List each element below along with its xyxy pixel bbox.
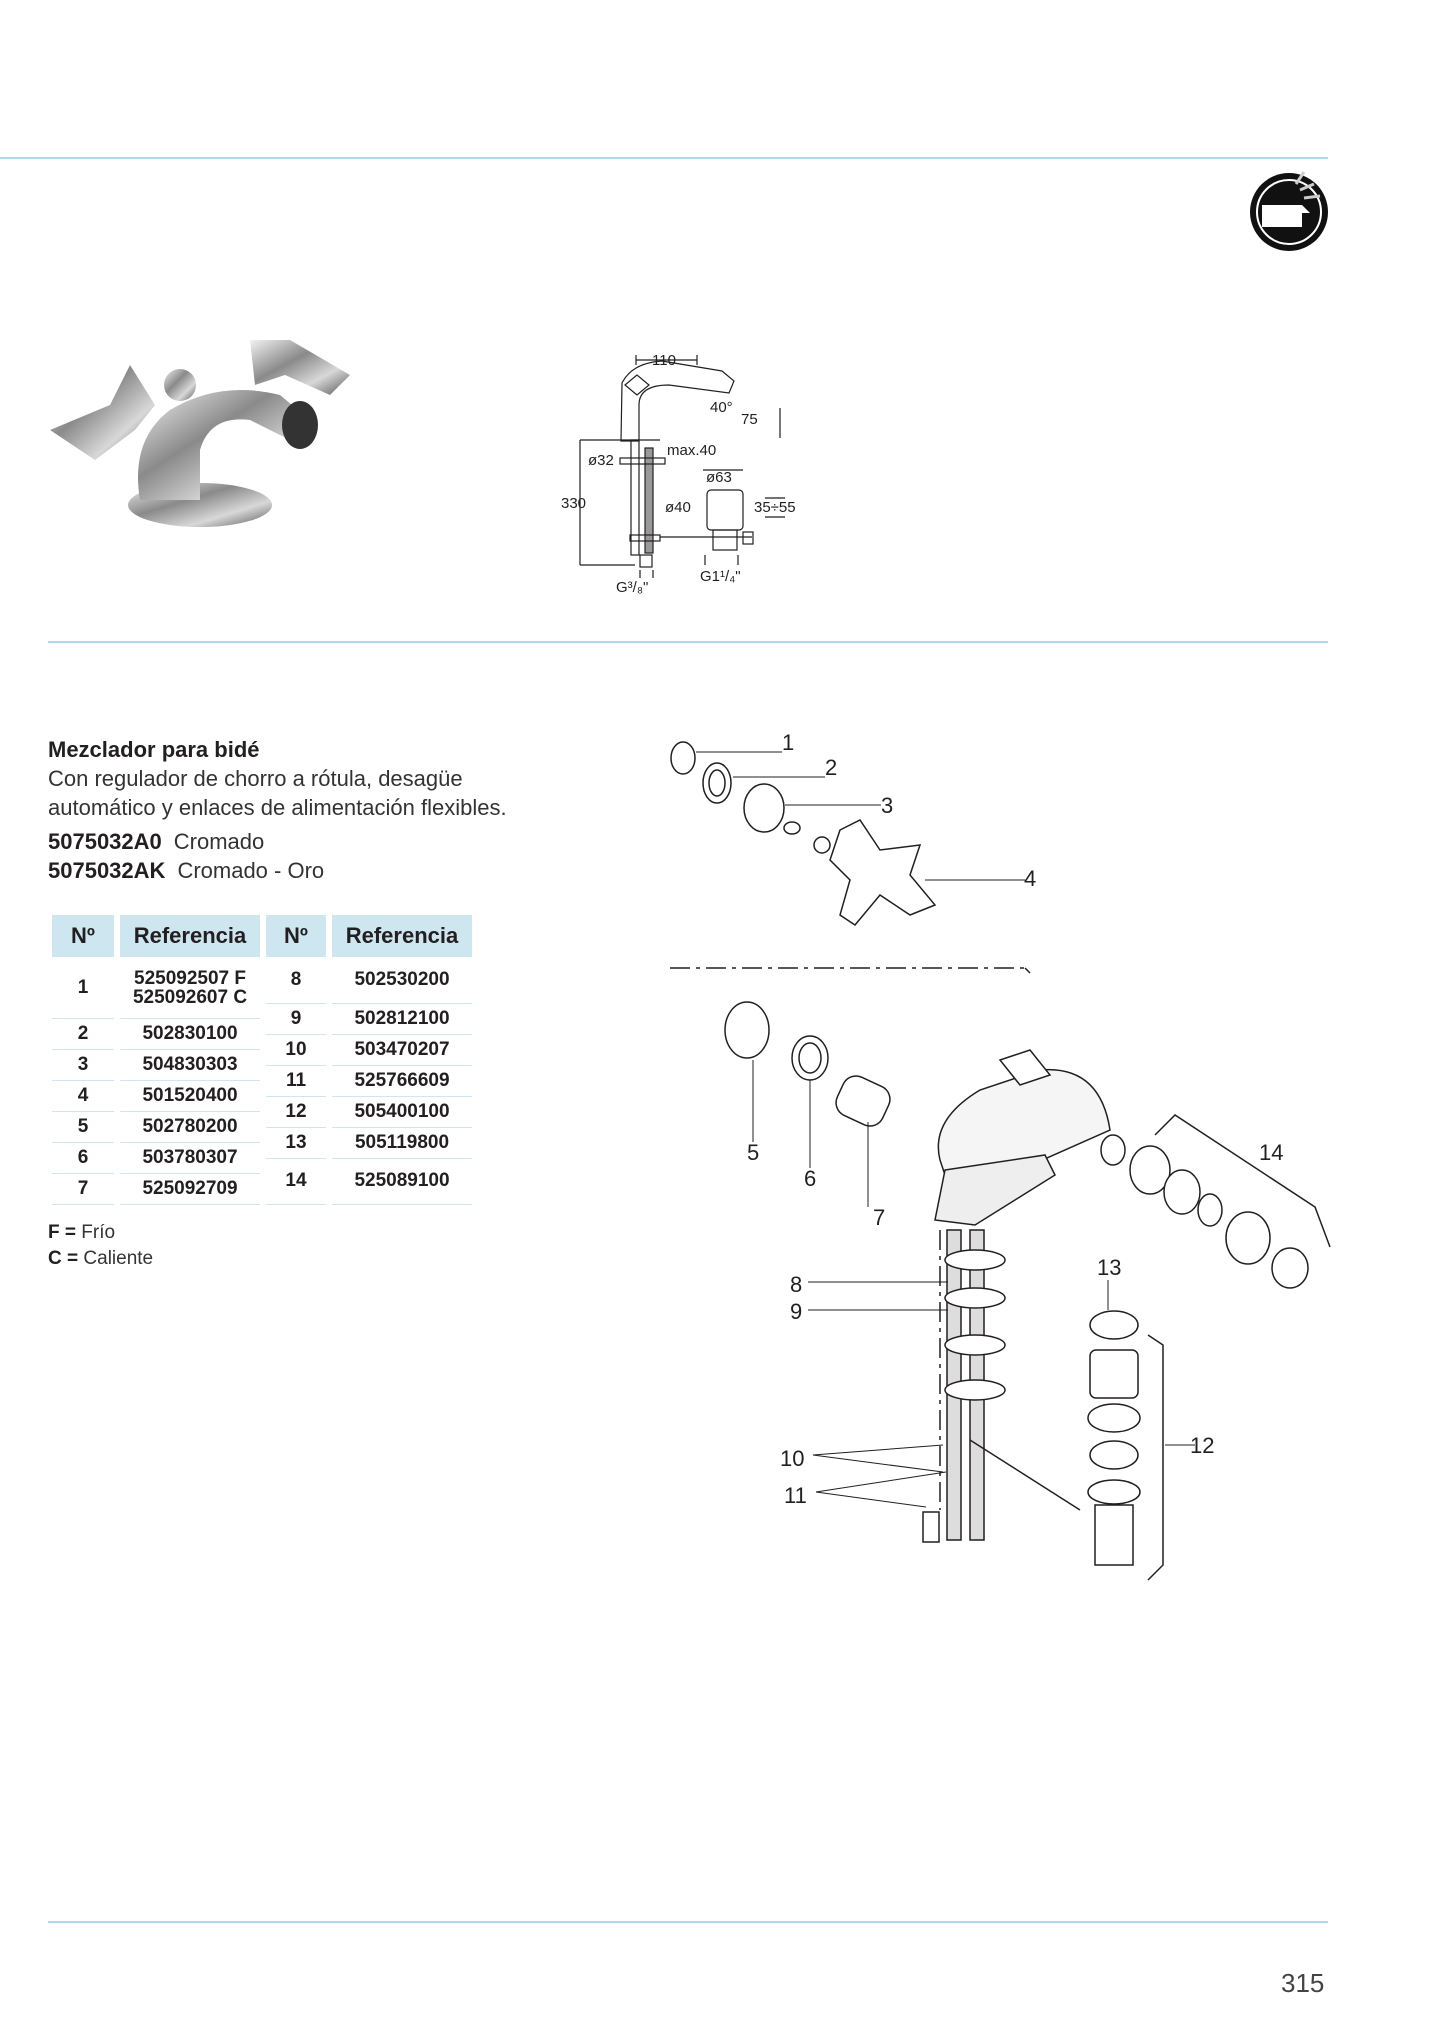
dimension-drawing [579, 355, 785, 578]
part-label-9: 9 [790, 1299, 802, 1324]
legend-item: F = Frío [48, 1222, 116, 1243]
part-reference: 502812100 [332, 1004, 472, 1035]
part-number: 9 [266, 1004, 326, 1035]
part-number: 1 [52, 957, 114, 1019]
col-header-ref: Referencia [120, 915, 260, 957]
reference-line: 525092607 C [132, 986, 248, 1008]
part-number: 5 [52, 1112, 114, 1143]
part-label-13: 13 [1097, 1255, 1121, 1280]
col-header-no: Nº [266, 915, 326, 957]
part-reference: 502530200 [332, 957, 472, 1004]
dim-angle: 40° [710, 399, 733, 416]
dim-drain-thread: G1¹/₄" [700, 568, 741, 585]
part-label-10: 10 [780, 1446, 804, 1471]
part-label-3: 3 [881, 793, 893, 818]
part-number: 10 [266, 1035, 326, 1066]
model-row: 5075032AK Cromado - Oro [48, 858, 324, 884]
model-code: 5075032A0 [48, 829, 162, 854]
part-number: 3 [52, 1050, 114, 1081]
part-reference: 504830303 [120, 1050, 260, 1081]
part-number: 11 [266, 1066, 326, 1097]
dim-max-deck: max.40 [667, 442, 716, 459]
model-code: 5075032AK [48, 858, 166, 883]
part-number: 8 [266, 957, 326, 1004]
part-label-7: 7 [873, 1205, 885, 1230]
bottom-divider [48, 1921, 1328, 1923]
part-label-11: 11 [784, 1483, 807, 1508]
product-title: Mezclador para bidé [48, 737, 260, 762]
dimension-labels: 110 40° 75 max.40 ø32 ø63 330 ø40 35÷55 … [561, 352, 796, 596]
part-reference: 505400100 [332, 1097, 472, 1128]
bidet-icon [1250, 171, 1328, 251]
part-reference: 501520400 [120, 1081, 260, 1112]
model-row: 5075032A0 Cromado [48, 829, 264, 855]
part-number: 14 [266, 1159, 326, 1205]
part-number: 4 [52, 1081, 114, 1112]
page-number: 315 [1281, 1968, 1325, 1998]
model-finish: Cromado - Oro [177, 858, 325, 883]
part-reference: 525089100 [332, 1159, 472, 1205]
top-divider [0, 157, 1328, 159]
dim-total-height: 330 [561, 495, 586, 512]
reference-line: 525092507 F [134, 967, 246, 989]
legend-item: C = Caliente [48, 1248, 154, 1269]
part-reference: 505119800 [332, 1128, 472, 1159]
part-reference: 503470207 [332, 1035, 472, 1066]
part-reference: 525092709 [120, 1174, 260, 1205]
part-label-8: 8 [790, 1272, 802, 1297]
dim-drain-range: 35÷55 [754, 499, 796, 516]
exploded-part-numbers: 1 2 3 4 5 6 7 8 9 10 11 12 13 14 [747, 730, 1283, 1508]
part-label-6: 6 [804, 1166, 816, 1191]
dim-supply-thread: G³/₈" [616, 579, 648, 596]
dim-drain-top: ø63 [706, 469, 732, 486]
part-reference: 502780200 [120, 1112, 260, 1143]
part-reference: 502830100 [120, 1019, 260, 1050]
description-line: Con regulador de chorro a rótula, desagü… [48, 766, 463, 791]
legend: F = Frío C = Caliente [48, 1220, 153, 1272]
part-label-4: 4 [1024, 866, 1036, 891]
part-reference: 503780307 [120, 1143, 260, 1174]
col-header-no: Nº [52, 915, 114, 957]
col-header-ref: Referencia [332, 915, 472, 957]
part-number: 6 [52, 1143, 114, 1174]
dim-width: 110 [652, 352, 676, 369]
dim-hole: ø32 [588, 452, 614, 469]
exploded-diagram [670, 741, 1331, 1581]
dim-drain-dia: ø40 [665, 499, 691, 516]
part-label-12: 12 [1190, 1433, 1214, 1458]
product-photo [50, 340, 350, 527]
section-divider [48, 641, 1328, 643]
part-number: 13 [266, 1128, 326, 1159]
part-number: 12 [266, 1097, 326, 1128]
part-number: 2 [52, 1019, 114, 1050]
description-line: automático y enlaces de alimentación fle… [48, 795, 507, 820]
part-label-2: 2 [825, 755, 837, 780]
dim-spout-height: 75 [741, 411, 758, 428]
model-finish: Cromado [173, 829, 265, 854]
exploded-leader-lines [696, 751, 1195, 1508]
product-description: Con regulador de chorro a rótula, desagü… [48, 764, 608, 822]
part-label-5: 5 [747, 1140, 759, 1165]
part-label-14: 14 [1259, 1140, 1283, 1165]
part-number: 7 [52, 1174, 114, 1205]
part-label-1: 1 [782, 730, 794, 755]
part-reference: 525766609 [332, 1066, 472, 1097]
